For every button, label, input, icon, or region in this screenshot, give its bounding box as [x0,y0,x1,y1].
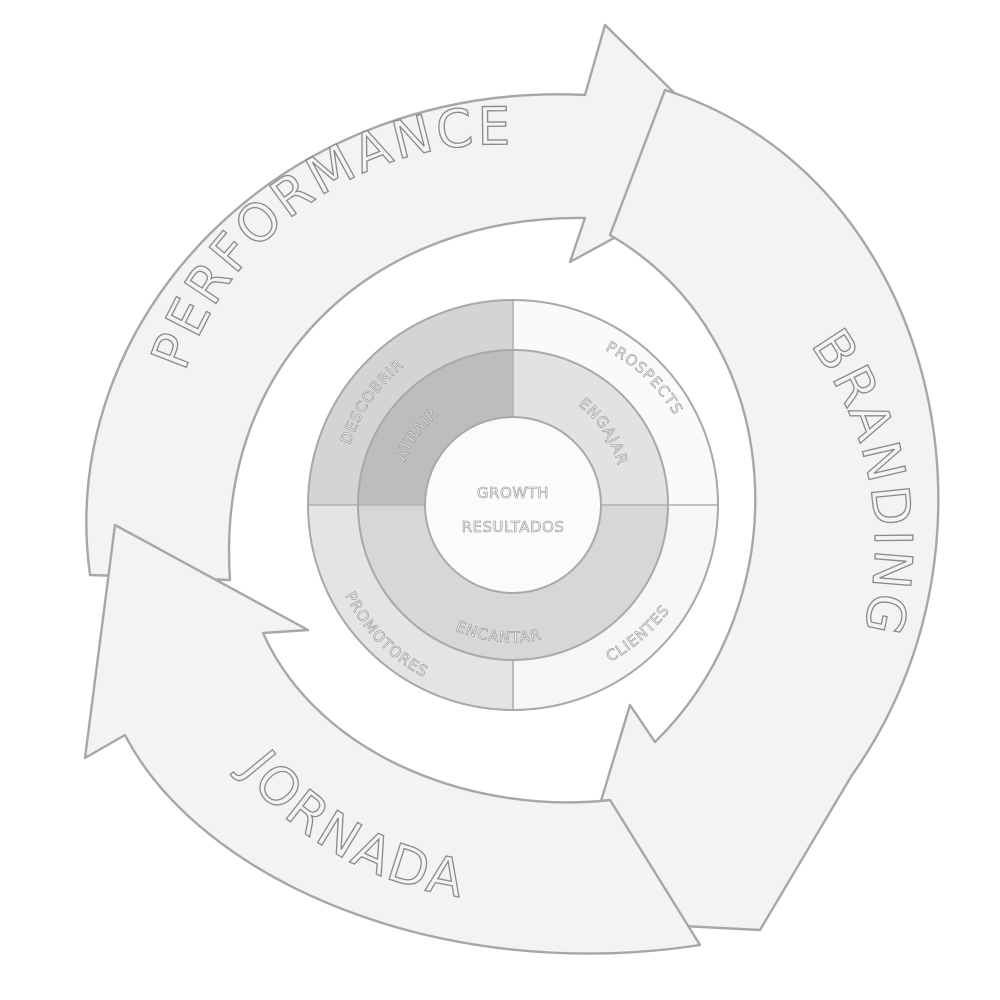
performance-arrow [85,23,750,582]
middle-ring-outline [357,349,669,661]
funnel-rings [307,299,719,711]
growth-label: GROWTH [477,484,549,502]
center-circle [424,416,602,594]
outer-ring-outline [307,299,719,711]
resultados-label: RESULTADOS [462,518,565,536]
branding-arrow [563,88,940,932]
jornada-arrow [83,523,702,955]
